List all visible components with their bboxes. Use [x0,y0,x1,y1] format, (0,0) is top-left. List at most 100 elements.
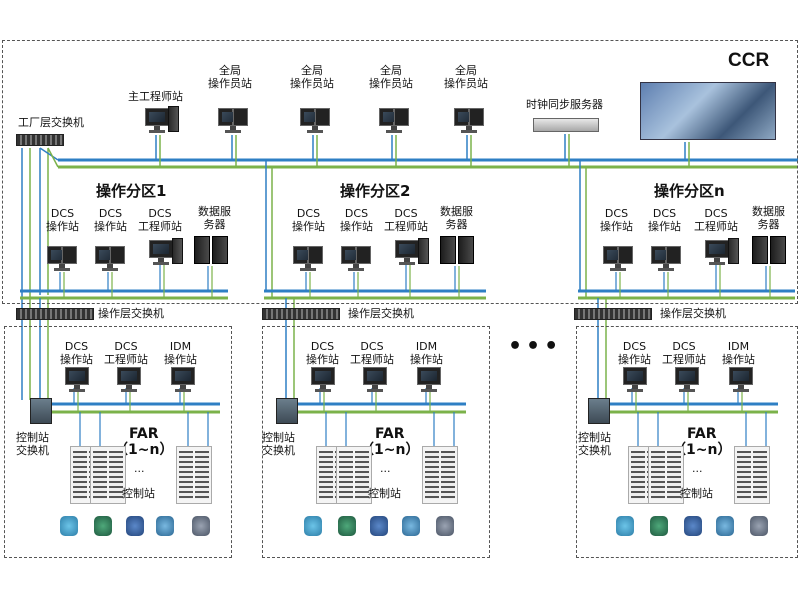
plant-switch-icon [16,134,64,146]
zone1-dcs-operator-label-2: DCS 操作站 [94,207,127,233]
op-switch-label-2: 操作层交换机 [348,307,414,320]
far-box-n [576,326,798,558]
far1-rack-icon-3 [176,446,212,504]
zone1-dcs-engineer-label: DCS 工程师站 [138,207,182,233]
large-display-screen-icon [640,82,776,140]
farn-dcs-operator-icon [620,367,650,393]
zonen-data-server-icon-b [770,236,786,264]
farn-dcs-operator-label: DCS 操作站 [618,340,651,366]
far1-transmitter-icon-3 [126,516,144,536]
zonen-dcs-operator-icon-2 [651,246,681,272]
zonen-data-server-label: 数据服 务器 [752,205,785,231]
op-switch-label-1: 操作层交换机 [98,307,164,320]
far2-rack-icon-3 [422,446,458,504]
zone2-engineer-tower-icon [418,238,429,264]
farn-rack-ellipsis: ... [692,462,703,475]
far2-control-switch-icon [276,398,298,424]
main-engineer-tower-icon [168,106,179,132]
far-ellipsis: ••• [508,334,563,359]
far1-label: FAR （1~n） [114,426,174,458]
farn-idm-operator-icon [726,367,756,393]
farn-rack-icon-2 [648,446,684,504]
ccr-boundary [2,40,798,304]
far2-dcs-operator-icon [308,367,338,393]
far1-dcs-engineer-icon [114,367,144,393]
zone2-data-server-label: 数据服 务器 [440,205,473,231]
farn-dcs-engineer-icon [672,367,702,393]
farn-transmitter-icon-5 [750,516,768,536]
far2-control-switch-label: 控制站 交换机 [262,431,295,457]
farn-control-station-label: 控制站 [680,487,713,500]
global-operator-label-2: 全局 操作员站 [290,64,334,90]
farn-transmitter-icon-2 [650,516,668,536]
op-switch-label-n: 操作层交换机 [660,307,726,320]
global-operator-label-4: 全局 操作员站 [444,64,488,90]
global-operator-workstation-icon-4 [454,108,484,134]
far2-transmitter-icon-4 [402,516,420,536]
zone1-data-server-icon [194,236,210,264]
far1-rack-ellipsis: ... [134,462,145,475]
far1-control-station-label: 控制站 [122,487,155,500]
far1-control-switch-label: 控制站 交换机 [16,431,49,457]
farn-transmitter-icon-3 [684,516,702,536]
zone1-engineer-tower-icon [172,238,183,264]
far2-control-station-label: 控制站 [368,487,401,500]
zonen-dcs-operator-label-1: DCS 操作站 [600,207,633,233]
clock-server-icon [533,118,599,132]
farn-label: FAR （1~n） [672,426,732,458]
farn-transmitter-icon-1 [616,516,634,536]
zone2-data-server-icon [440,236,456,264]
zone1-data-server-icon-b [212,236,228,264]
far2-dcs-operator-label: DCS 操作站 [306,340,339,366]
zone-1-title: 操作分区1 [96,182,167,200]
far2-label: FAR （1~n） [360,426,420,458]
far1-transmitter-icon-5 [192,516,210,536]
farn-control-switch-label: 控制站 交换机 [578,431,611,457]
far1-dcs-operator-icon [62,367,92,393]
far1-transmitter-icon-2 [94,516,112,536]
farn-control-switch-icon [588,398,610,424]
zonen-dcs-engineer-icon [702,240,732,266]
global-operator-workstation-icon-1 [218,108,248,134]
op-switch-icon-2 [262,308,340,320]
main-engineer-label: 主工程师站 [128,90,183,103]
zone1-dcs-operator-label-1: DCS 操作站 [46,207,79,233]
farn-rack-icon-3 [734,446,770,504]
clock-server-label: 时钟同步服务器 [526,98,603,111]
farn-dcs-engineer-label: DCS 工程师站 [662,340,706,366]
plant-switch-label: 工厂层交换机 [18,116,84,129]
zone2-dcs-operator-icon-2 [341,246,371,272]
farn-transmitter-icon-4 [716,516,734,536]
zonen-dcs-operator-icon-1 [603,246,633,272]
far2-idm-operator-icon [414,367,444,393]
zone2-dcs-operator-label-2: DCS 操作站 [340,207,373,233]
far2-dcs-engineer-icon [360,367,390,393]
farn-idm-operator-label: IDM 操作站 [722,340,755,366]
far2-transmitter-icon-1 [304,516,322,536]
far2-idm-operator-label: IDM 操作站 [410,340,443,366]
global-operator-label-1: 全局 操作员站 [208,64,252,90]
far1-dcs-engineer-label: DCS 工程师站 [104,340,148,366]
zonen-dcs-operator-label-2: DCS 操作站 [648,207,681,233]
far2-transmitter-icon-2 [338,516,356,536]
zone2-dcs-operator-label-1: DCS 操作站 [292,207,325,233]
zone-n-title: 操作分区n [654,182,725,200]
zone1-data-server-label: 数据服 务器 [198,205,231,231]
global-operator-workstation-icon-3 [379,108,409,134]
op-switch-icon-n [574,308,652,320]
zone2-data-server-icon-b [458,236,474,264]
far1-rack-icon-2 [90,446,126,504]
far2-rack-ellipsis: ... [380,462,391,475]
zonen-data-server-icon [752,236,768,264]
zonen-dcs-engineer-label: DCS 工程师站 [694,207,738,233]
far-box-2 [262,326,490,558]
zone1-dcs-operator-icon-1 [47,246,77,272]
far1-dcs-operator-label: DCS 操作站 [60,340,93,366]
far2-dcs-engineer-label: DCS 工程师站 [350,340,394,366]
far-box-1 [4,326,232,558]
main-engineer-workstation-icon [142,108,172,134]
far1-transmitter-icon-4 [156,516,174,536]
far1-idm-operator-icon [168,367,198,393]
zonen-engineer-tower-icon [728,238,739,264]
zone1-dcs-operator-icon-2 [95,246,125,272]
